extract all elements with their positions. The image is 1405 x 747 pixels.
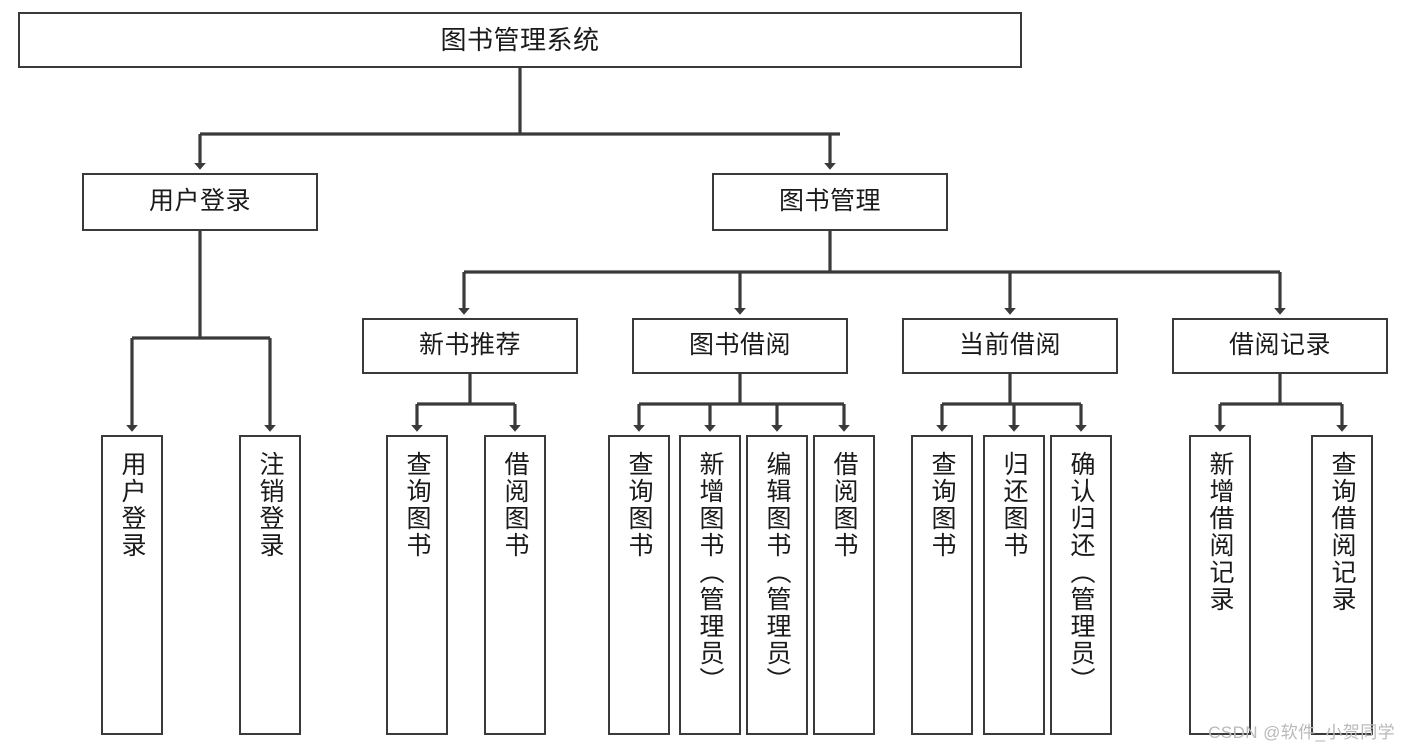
leaf-current-query-book-label: 查询图书 (928, 451, 956, 559)
node-user-login-label: 用户登录 (148, 187, 251, 216)
leaf-borrow-query-book-label: 查询图书 (625, 451, 653, 559)
watermark-text: CSDN @软件_小贺同学 (1208, 723, 1395, 742)
leaf-borrow-book[interactable]: 借阅图书 (813, 435, 875, 735)
leaf-add-borrow-record[interactable]: 新增借阅记录 (1189, 435, 1251, 735)
leaf-borrow-query-book[interactable]: 查询图书 (608, 435, 670, 735)
leaf-query-borrow-record[interactable]: 查询借阅记录 (1311, 435, 1373, 735)
leaf-return-book-label: 归还图书 (1000, 451, 1028, 559)
leaf-newbook-query-book[interactable]: 查询图书 (386, 435, 448, 735)
leaf-newbook-borrow-book-label: 借阅图书 (501, 451, 529, 559)
node-new-book-recommend[interactable]: 新书推荐 (362, 318, 578, 374)
node-root[interactable]: 图书管理系统 (18, 12, 1022, 68)
node-borrow-records-label: 借阅记录 (1228, 331, 1331, 360)
leaf-borrow-book-label: 借阅图书 (830, 451, 858, 559)
leaf-newbook-query-book-label: 查询图书 (403, 451, 431, 559)
node-book-borrow-label: 图书借阅 (688, 331, 791, 360)
node-book-management[interactable]: 图书管理 (712, 173, 948, 231)
node-new-book-recommend-label: 新书推荐 (418, 331, 521, 360)
leaf-logout-label: 注销登录 (256, 451, 284, 559)
leaf-logout[interactable]: 注销登录 (239, 435, 301, 735)
node-root-label: 图书管理系统 (440, 24, 600, 55)
leaf-return-book[interactable]: 归还图书 (983, 435, 1045, 735)
leaf-add-book-admin-label: 新增图书（管理员） (696, 451, 724, 694)
leaf-query-borrow-record-label: 查询借阅记录 (1328, 451, 1356, 613)
node-book-borrow[interactable]: 图书借阅 (632, 318, 848, 374)
node-current-borrow-label: 当前借阅 (958, 331, 1061, 360)
node-current-borrow[interactable]: 当前借阅 (902, 318, 1118, 374)
leaf-confirm-return-admin-label: 确认归还（管理员） (1067, 451, 1095, 694)
node-book-management-label: 图书管理 (778, 187, 881, 216)
leaf-user-login[interactable]: 用户登录 (101, 435, 163, 735)
leaf-newbook-borrow-book[interactable]: 借阅图书 (484, 435, 546, 735)
leaf-edit-book-admin[interactable]: 编辑图书（管理员） (746, 435, 808, 735)
leaf-edit-book-admin-label: 编辑图书（管理员） (763, 451, 791, 694)
leaf-add-borrow-record-label: 新增借阅记录 (1206, 451, 1234, 613)
leaf-current-query-book[interactable]: 查询图书 (911, 435, 973, 735)
node-borrow-records[interactable]: 借阅记录 (1172, 318, 1388, 374)
leaf-user-login-label: 用户登录 (118, 451, 146, 559)
leaf-confirm-return-admin[interactable]: 确认归还（管理员） (1050, 435, 1112, 735)
node-user-login[interactable]: 用户登录 (82, 173, 318, 231)
leaf-add-book-admin[interactable]: 新增图书（管理员） (679, 435, 741, 735)
